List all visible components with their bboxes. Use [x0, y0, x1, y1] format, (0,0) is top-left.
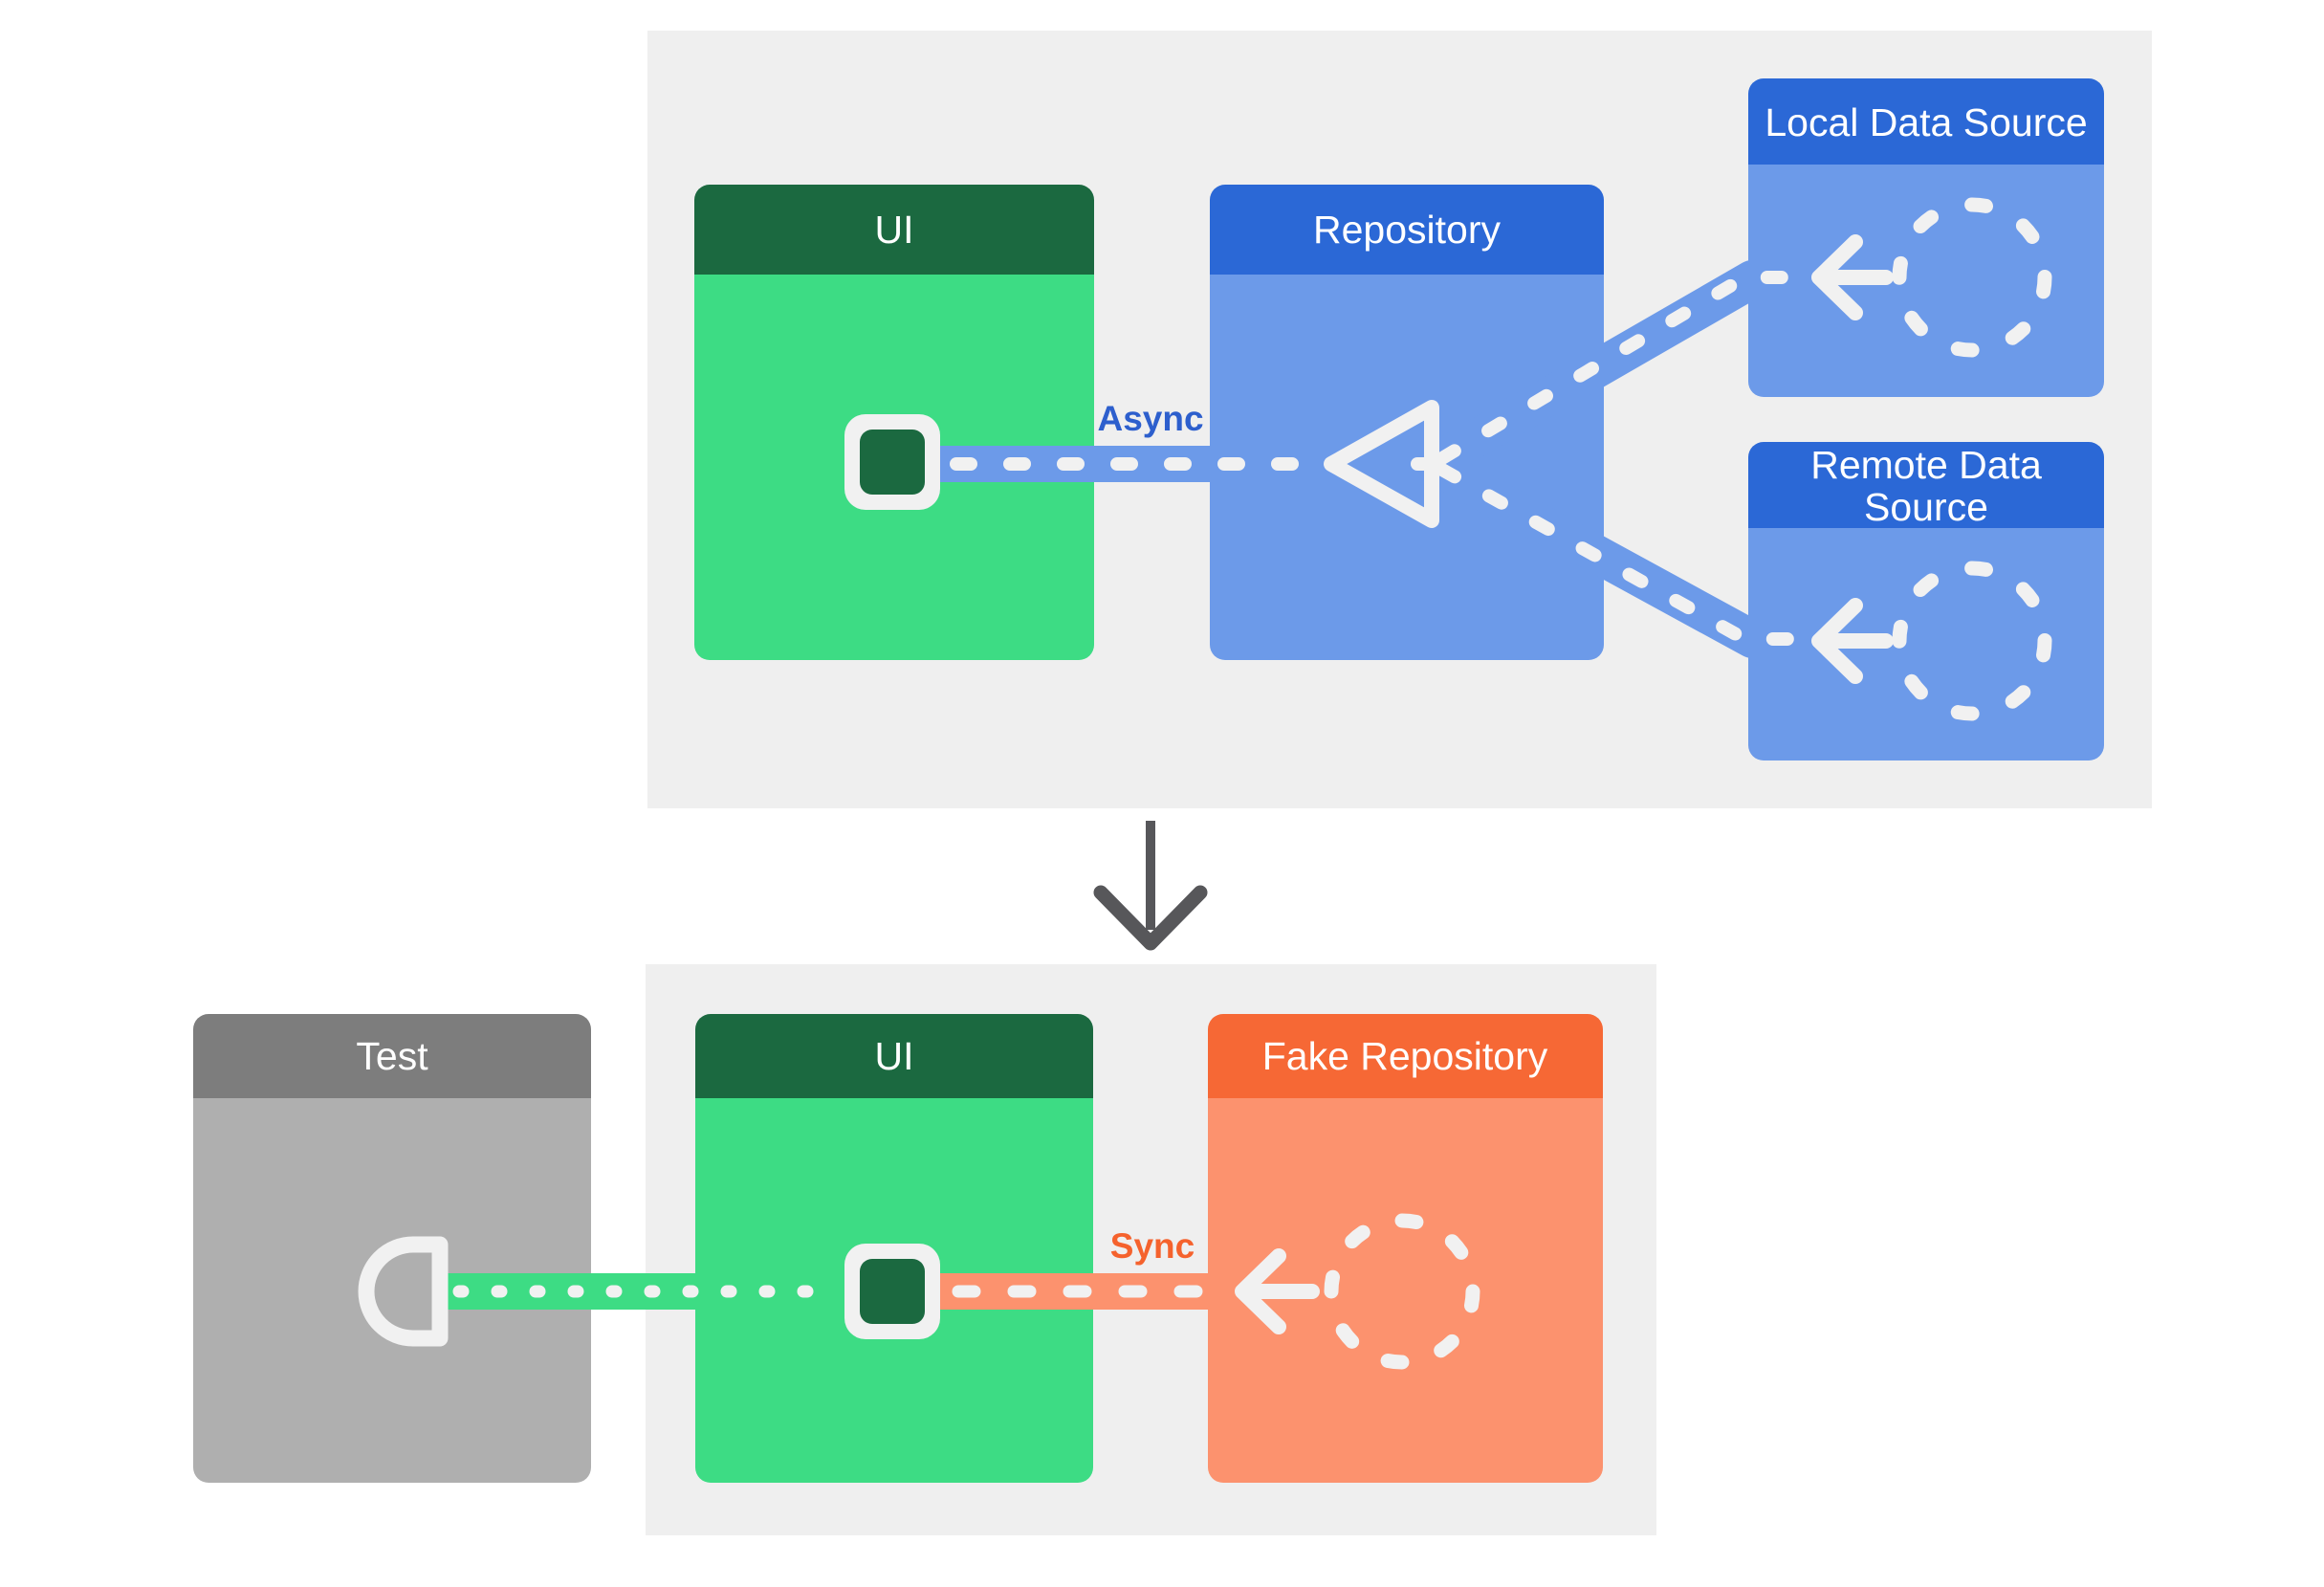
test-ui-box-title: UI — [875, 1034, 914, 1078]
repository-box: Repository — [1210, 185, 1604, 660]
test-ui-component-square — [844, 1244, 940, 1339]
remote-data-source-header — [1748, 442, 2104, 528]
async-label: Async — [1097, 399, 1203, 438]
test-box-title: Test — [356, 1034, 428, 1078]
repository-box-header — [1210, 185, 1604, 275]
local-data-source-box: Local Data Source — [1748, 78, 2104, 397]
remote-arrow — [1811, 561, 2052, 721]
fake-repository-box: Fake Repository — [1208, 1014, 1603, 1483]
dashed-circle-icon — [1324, 1213, 1480, 1370]
ui-component-square-icon — [860, 1259, 925, 1324]
remote-data-source-title-line1: Remote Data — [1810, 443, 2042, 487]
down-arrow-icon — [1093, 821, 1208, 951]
fake-repository-header — [1208, 1014, 1603, 1098]
sync-label: Sync — [1110, 1226, 1195, 1266]
ui-box-header — [694, 185, 1094, 275]
down-arrow-head — [1093, 885, 1208, 951]
async-connector-band — [932, 446, 1243, 482]
test-probe-icon — [358, 1236, 449, 1347]
remote-dashed-line — [1436, 463, 1809, 646]
dashed-circle-icon — [1892, 197, 2052, 358]
fake-repository-body — [1208, 1098, 1603, 1483]
ui-box-title: UI — [875, 208, 914, 252]
repository-box-body — [1210, 275, 1604, 660]
arrow-left-icon — [1235, 1248, 1320, 1334]
merge-triangle-icon — [1324, 400, 1439, 528]
local-data-source-title: Local Data Source — [1765, 100, 2087, 144]
dashed-circle-icon — [1892, 561, 2052, 721]
remote-data-source-title-line2: Source — [1864, 485, 1988, 529]
arrow-left-icon — [1811, 234, 1894, 320]
ui-component-square — [844, 414, 940, 510]
local-dashed-line — [1436, 271, 1809, 465]
fake-repository-title: Fake Repository — [1262, 1034, 1548, 1078]
production-panel: UI Repository Local Data Source Remote D… — [647, 31, 2152, 808]
repository-box-title: Repository — [1313, 208, 1501, 252]
local-data-source-header — [1748, 78, 2104, 165]
ui-component-square-icon — [860, 430, 925, 495]
observe-connector — [435, 1273, 846, 1310]
arrow-left-icon — [1811, 598, 1894, 684]
remote-data-source-box: Remote Data Source — [1748, 442, 2104, 760]
local-arrow — [1811, 197, 2052, 358]
sync-connector — [932, 1213, 1480, 1370]
test-ui-box-header — [695, 1014, 1093, 1098]
test-box-header — [193, 1014, 591, 1098]
async-connector — [932, 260, 1817, 658]
test-panel: Test UI Fake Repository — [193, 964, 1656, 1535]
